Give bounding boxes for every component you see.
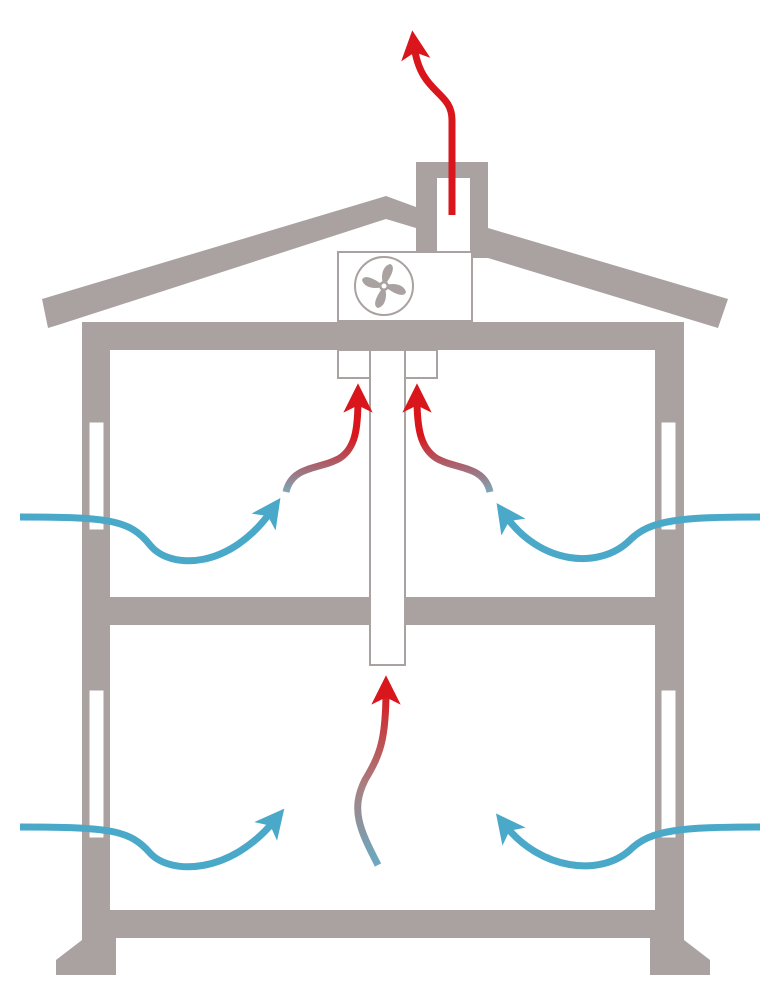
vertical-duct	[369, 349, 406, 666]
window-right-upper	[660, 421, 677, 531]
duct-intake-left	[337, 349, 371, 379]
fresh-air-right-lower	[495, 813, 761, 870]
window-right-lower	[660, 689, 677, 839]
chimney	[416, 162, 488, 258]
window-left-lower	[88, 689, 105, 839]
ventilation-unit	[337, 251, 473, 666]
ceiling-beam	[82, 322, 684, 350]
right-wall	[655, 322, 684, 940]
fresh-air-left-upper	[19, 497, 281, 565]
exhaust-arrow	[401, 30, 456, 215]
left-foundation	[56, 935, 116, 975]
air-flows	[19, 30, 761, 871]
windows	[88, 421, 677, 839]
duct-intake-right	[404, 349, 438, 379]
fresh-air-right-upper	[496, 502, 761, 563]
fan-housing	[337, 251, 473, 322]
warm-air-left-upper	[282, 383, 373, 494]
roof-right	[488, 228, 728, 328]
left-wall	[82, 322, 110, 940]
fresh-air-left-lower	[19, 808, 285, 871]
window-left-upper	[88, 421, 105, 531]
fan-icon	[354, 256, 414, 316]
ground-floor	[82, 910, 684, 938]
warm-air-center-lower	[354, 675, 401, 867]
roof	[42, 196, 416, 328]
warm-air-right-upper	[402, 383, 494, 494]
right-foundation	[650, 935, 710, 975]
